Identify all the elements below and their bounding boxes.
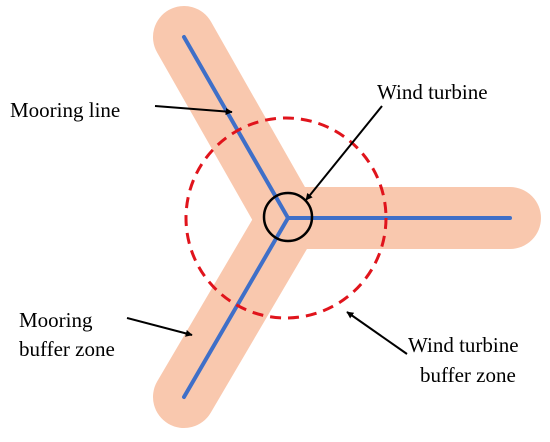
wind-turbine-buffer-zone-label-line1: Wind turbine xyxy=(408,333,519,357)
wind-turbine-buffer-zone-arrow xyxy=(346,311,408,355)
mooring-line-upper-left xyxy=(182,35,290,220)
mooring-lines xyxy=(182,35,512,399)
mooring-line-arrow xyxy=(154,105,233,115)
mooring-buffer-zone-label-line1: Mooring xyxy=(19,308,93,332)
wind-turbine-arrow xyxy=(305,105,383,201)
wind-turbine-label: Wind turbine xyxy=(377,80,488,104)
wind-turbine-buffer-zone-label-line2: buffer zone xyxy=(420,363,516,387)
mooring-buffer-zone-label-line2: buffer zone xyxy=(19,337,115,361)
mooring-line-lower-left xyxy=(182,216,290,399)
mooring-buffer-zone-arrow xyxy=(126,317,193,337)
annotation-arrows xyxy=(126,105,408,355)
wind-turbine-marker xyxy=(262,191,314,243)
wind-turbine-buffer-zone-circle xyxy=(184,116,388,320)
mooring-line-label: Mooring line xyxy=(10,98,120,122)
